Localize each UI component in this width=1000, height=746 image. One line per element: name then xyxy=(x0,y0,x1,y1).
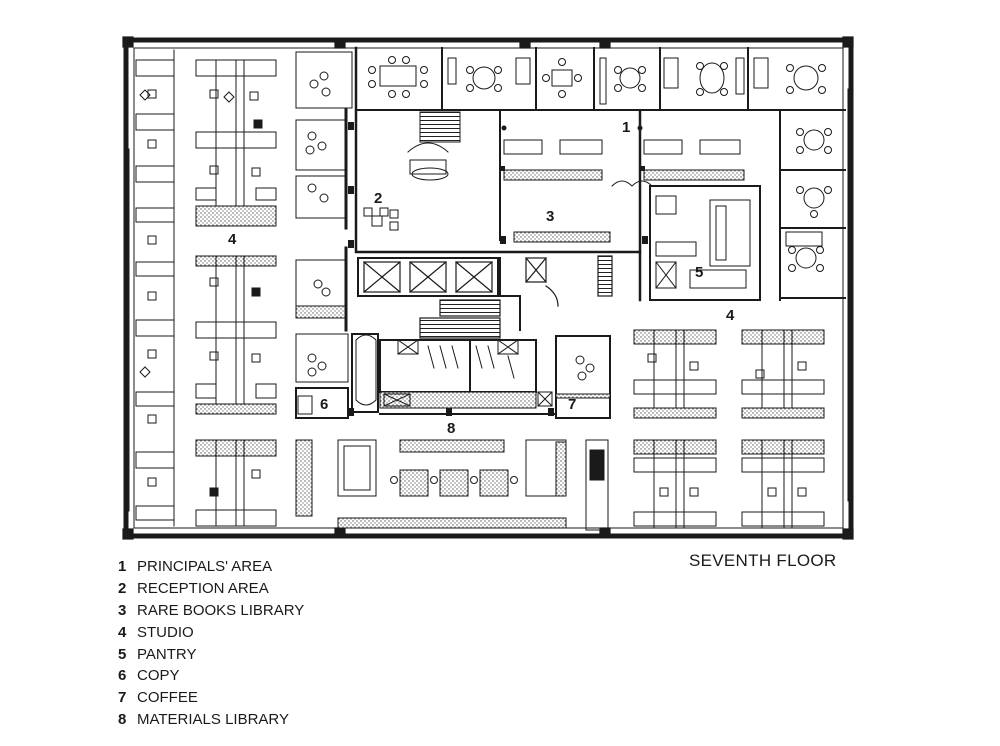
legend-label: PRINCIPALS' AREA xyxy=(137,558,273,575)
legend-number: 2 xyxy=(118,579,127,597)
room-number-copy: 6 xyxy=(320,396,328,413)
meeting-tables-west xyxy=(295,51,353,383)
floor-title: SEVENTH FLOOR xyxy=(689,551,837,570)
legend-item: 4 STUDIO xyxy=(118,622,304,644)
west-studio-workstations xyxy=(135,49,277,527)
legend-item: 7 COFFEE xyxy=(118,687,304,709)
east-private-offices xyxy=(779,109,846,301)
north-private-offices xyxy=(354,46,846,112)
room-number-reception: 2 xyxy=(374,190,382,207)
legend-item: 1 PRINCIPALS' AREA xyxy=(118,556,304,578)
legend-label: RECEPTION AREA xyxy=(137,579,269,597)
materials-library-fixtures xyxy=(295,439,609,531)
legend-item: 6 COPY xyxy=(118,665,304,687)
legend-label: STUDIO xyxy=(137,623,194,641)
legend-number: 6 xyxy=(118,667,127,685)
room-number-coffee: 7 xyxy=(568,396,576,413)
pantry-fixtures xyxy=(649,185,761,301)
room-number-studio-east: 4 xyxy=(726,307,735,324)
legend-number: 5 xyxy=(118,645,127,663)
legend-label: COFFEE xyxy=(137,689,198,707)
room-number-principals: 1 xyxy=(622,119,630,136)
legend-number: 4 xyxy=(118,623,127,641)
legend-label: MATERIALS LIBRARY xyxy=(137,711,289,729)
structural-columns xyxy=(348,122,648,416)
room-number-studio-west: 4 xyxy=(228,231,237,248)
elevator-core xyxy=(357,255,613,339)
legend-label: RARE BOOKS LIBRARY xyxy=(137,601,305,619)
exterior-wall xyxy=(122,36,854,540)
legend-item: 2 RECEPTION AREA xyxy=(118,578,304,600)
copy-coffee-rooms xyxy=(295,335,611,419)
room-number-pantry: 5 xyxy=(695,264,703,281)
legend-item: 3 RARE BOOKS LIBRARY xyxy=(118,600,304,622)
legend-number: 8 xyxy=(118,711,127,729)
legend-number: 3 xyxy=(118,601,127,619)
legend-number: 1 xyxy=(118,558,127,575)
legend-label: COPY xyxy=(137,667,180,685)
restroom-core xyxy=(351,333,555,415)
legend-label: PANTRY xyxy=(137,645,197,663)
room-number-materials: 8 xyxy=(447,420,455,437)
room-number-rare-books: 3 xyxy=(546,208,554,225)
east-studio-workstations xyxy=(633,329,825,529)
legend-item: 8 MATERIALS LIBRARY xyxy=(118,709,304,731)
legend-number: 7 xyxy=(118,689,127,707)
reception-and-core xyxy=(354,110,745,302)
legend-item: 5 PANTRY xyxy=(118,644,304,666)
room-legend: 1 PRINCIPALS' AREA 2 RECEPTION AREA 3 RARE … xyxy=(118,556,304,731)
